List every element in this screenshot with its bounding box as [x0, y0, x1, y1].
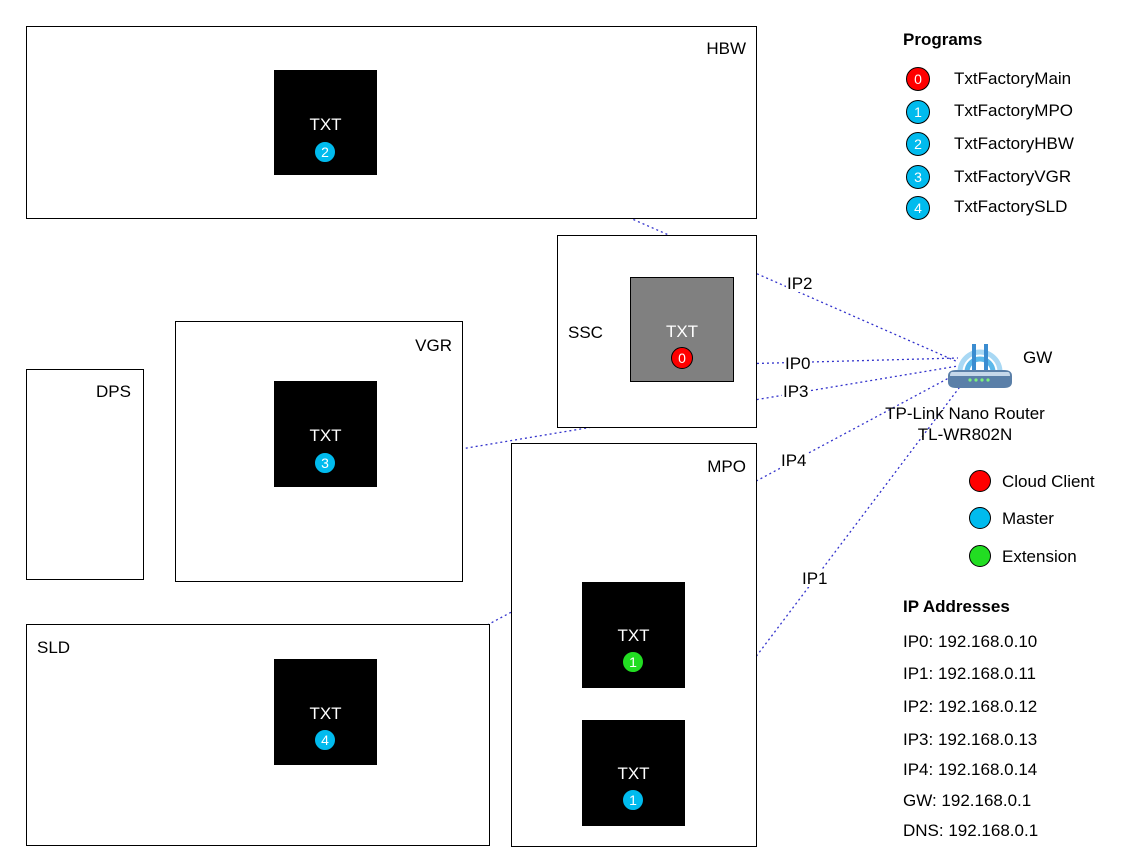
wifi-router-icon — [948, 344, 1012, 388]
link-label-ip3: IP3 — [782, 382, 810, 401]
txt-controller-sld: TXT 4 — [274, 659, 377, 765]
program-badge: 2 — [314, 141, 336, 163]
ip-address-item: IP2: 192.168.0.12 — [903, 697, 1038, 716]
program-badge: 0 — [671, 347, 693, 369]
program-number-badge: 4 — [906, 196, 930, 220]
station-sld: SLD — [26, 624, 490, 846]
txt-controller-mpo-extension: TXT 1 — [582, 582, 685, 688]
router-name-line2: TL-WR802N — [917, 425, 1013, 444]
program-name: TxtFactorySLD — [954, 197, 1068, 216]
station-label-ssc: SSC — [568, 323, 603, 342]
ip-address-item: IP4: 192.168.0.14 — [903, 760, 1038, 779]
program-number-badge: 0 — [906, 67, 930, 91]
txt-label: TXT — [617, 626, 650, 645]
station-label-vgr: VGR — [415, 336, 452, 355]
program-name: TxtFactoryHBW — [954, 134, 1074, 153]
router-name: TP-Link Nano Router TL-WR802N — [880, 403, 1050, 445]
station-dps: DPS — [26, 369, 144, 580]
extension-dot — [969, 545, 991, 567]
txt-label: TXT — [309, 704, 342, 723]
txt-controller-ssc: TXT 0 — [630, 277, 734, 382]
program-number-badge: 3 — [906, 165, 930, 189]
ip-addresses-title: IP Addresses — [903, 597, 1010, 616]
program-name: TxtFactoryMain — [954, 69, 1072, 88]
link-label-ip2: IP2 — [786, 274, 814, 293]
role-label: Extension — [1002, 547, 1077, 566]
role-label: Cloud Client — [1002, 472, 1095, 491]
program-number-badge: 1 — [906, 100, 930, 124]
ip-address-item: IP0: 192.168.0.10 — [903, 632, 1038, 651]
ip-address-item: IP3: 192.168.0.13 — [903, 730, 1038, 749]
ip-address-item: GW: 192.168.0.1 — [903, 791, 1032, 810]
programs-title: Programs — [903, 30, 983, 49]
link-label-ip4: IP4 — [780, 451, 808, 470]
txt-label: TXT — [665, 322, 699, 341]
link-label-ip1: IP1 — [801, 569, 829, 588]
program-number-badge: 2 — [906, 132, 930, 156]
program-badge: 3 — [314, 452, 336, 474]
station-label-sld: SLD — [37, 638, 71, 657]
txt-label: TXT — [617, 764, 650, 783]
station-label-hbw: HBW — [706, 39, 746, 58]
link-label-ip0: IP0 — [784, 354, 812, 373]
program-badge: 1 — [622, 789, 644, 811]
link-ip3 — [376, 365, 959, 464]
txt-label: TXT — [309, 115, 342, 134]
ip-address-item: IP1: 192.168.0.11 — [903, 664, 1036, 683]
link-ip0 — [736, 357, 959, 365]
program-badge: 4 — [314, 729, 336, 751]
txt-controller-vgr: TXT 3 — [274, 381, 377, 487]
station-label-dps: DPS — [96, 382, 131, 401]
ip-address-item: DNS: 192.168.0.1 — [903, 821, 1039, 840]
master-dot — [969, 507, 991, 529]
router-gw-label: GW — [1023, 348, 1053, 367]
txt-controller-mpo-master: TXT 1 — [582, 720, 685, 826]
txt-controller-hbw: TXT 2 — [274, 70, 377, 175]
station-label-mpo: MPO — [707, 457, 746, 476]
program-name: TxtFactoryVGR — [954, 167, 1072, 186]
role-label: Master — [1002, 509, 1054, 528]
program-badge: 1 — [622, 651, 644, 673]
txt-label: TXT — [309, 426, 342, 445]
router-name-line1: TP-Link Nano Router — [885, 404, 1045, 423]
program-name: TxtFactoryMPO — [954, 101, 1074, 120]
cloud-client-dot — [969, 470, 991, 492]
station-hbw: HBW — [26, 26, 757, 219]
